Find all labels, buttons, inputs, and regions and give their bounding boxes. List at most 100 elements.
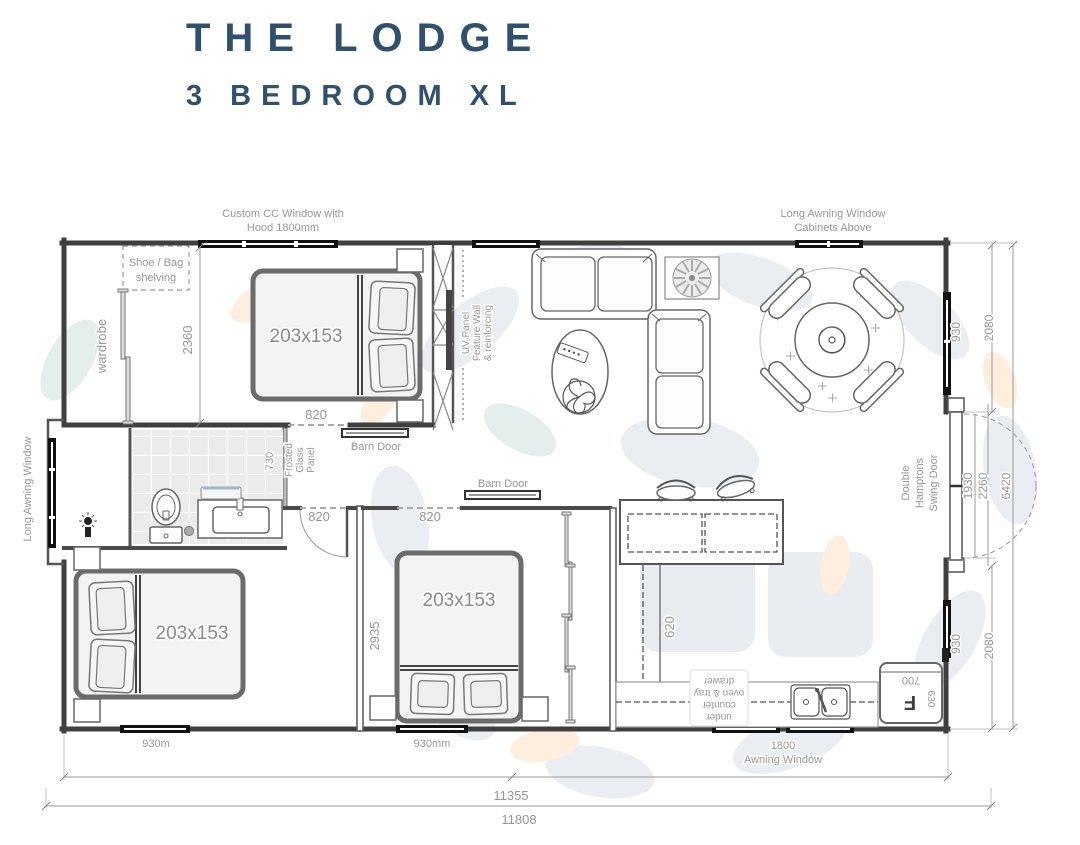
dining-chair (759, 360, 812, 413)
living-room (531, 248, 720, 435)
height-dim-bottom: 2080 (982, 632, 996, 659)
pillow (368, 337, 416, 393)
kitchen: under counter oven & tray drawer 700 (615, 475, 943, 728)
bed-bedroom-1 (250, 268, 423, 402)
right-window-top (943, 292, 951, 395)
swing-door-label-line3: Swing Door (928, 454, 940, 511)
fridge-depth-dim: 630 (925, 691, 936, 708)
shoe-shelving-outline (122, 245, 190, 291)
fridge: 700 F 630 (879, 662, 943, 724)
bed1-size-label: 203x153 (270, 326, 343, 347)
oven-label-line1: under (706, 711, 732, 722)
outer-length-dim: 11808 (501, 812, 536, 827)
floor-drain-icon (184, 526, 194, 536)
bedroom1-depth-dim: 2360 (180, 326, 195, 355)
bathroom-door-dim: 730 (264, 452, 276, 470)
plan-title-line1: THE LODGE (186, 16, 546, 60)
double-swing-door (947, 397, 1037, 573)
frosted-label-line2: Glass (295, 447, 306, 473)
wall-bed3-kitchen (609, 507, 617, 732)
right-window-bottom-dim: 930 (949, 634, 963, 654)
uv-panel-label-line1: UV Panel (461, 312, 472, 354)
table-centerpiece (818, 326, 846, 354)
plan-title-line2: 3 BEDROOM XL (186, 80, 527, 112)
inner-length-dim: 11355 (493, 788, 528, 803)
bar-stool (656, 479, 696, 502)
bedroom1-window (198, 240, 338, 248)
bedroom3-width-dim: 2935 (367, 622, 382, 651)
overhead-cabinet-outline (627, 513, 703, 553)
left-window-label: Long Awning Window (22, 436, 34, 541)
bedroom2-window-dim: 930m (142, 738, 170, 750)
kitchen-sink (790, 684, 851, 720)
bedside-table (73, 546, 101, 571)
feature-wall (431, 245, 455, 431)
oven-label-line4: drawer (703, 675, 734, 686)
swing-door-label-line2: Hamptons (914, 457, 926, 508)
oven-label-line3: oven & tray (694, 687, 745, 698)
bedside-table (73, 698, 101, 723)
remote-icon (556, 342, 589, 364)
shower-head-icon (79, 512, 97, 537)
right-window-bottom (943, 600, 951, 658)
custom-window-label-line1: Custom CC Window with (222, 208, 344, 220)
dining-chair (759, 267, 812, 320)
bedroom3-window-dim: 930mm (414, 738, 451, 750)
barn-door-2 (464, 490, 541, 500)
right-window-top-dim: 930 (949, 322, 963, 342)
bath-shelf (200, 486, 242, 500)
bedroom-1 (117, 245, 424, 425)
custom-window-label-line2: Hood 1800mm (247, 222, 319, 234)
sofa-single (647, 309, 711, 435)
bed-bedroom-2 (73, 568, 246, 700)
wall-bed2-bed3 (356, 505, 364, 732)
swing-door-label-line1: Double (900, 466, 912, 501)
robe-sliding-doors (561, 511, 576, 724)
kitchen-walkway-dim: 620 (662, 616, 677, 638)
wardrobe-label: wardrobe (94, 319, 109, 374)
pillow (368, 280, 416, 336)
plan-labels: Custom CC Window with Hood 1800mm Long A… (21, 207, 1015, 829)
bedroom-3 (369, 511, 576, 724)
air-conditioner-icon (664, 256, 720, 300)
pillow (88, 638, 136, 694)
barn-door-2-label: Barn Door (478, 478, 528, 490)
pillow (462, 672, 509, 716)
pillow (88, 580, 136, 636)
uv-panel-label-line2: Feature Wall (472, 305, 483, 361)
dining-chair (852, 267, 905, 320)
kitchen-window (712, 725, 854, 733)
dining-area (759, 267, 905, 413)
bedside-table (396, 399, 424, 423)
kitchen-window-label: Awning Window (744, 754, 822, 766)
frosted-label-line1: Frosted (284, 443, 295, 477)
bedroom2-door (299, 509, 349, 558)
door-height-dim: 1930 (961, 472, 975, 499)
dining-window-label-line2: Cabinets Above (794, 222, 871, 234)
sofa-two-seater (531, 248, 657, 320)
wardrobe-sliding-doors (117, 288, 134, 425)
fridge-letter: F (904, 691, 916, 713)
bedroom2-door-dim: 820 (308, 509, 330, 524)
dining-window-label-line1: Long Awning Window (781, 208, 886, 220)
total-height-dim: 6420 (999, 472, 1013, 499)
bathroom (79, 430, 283, 544)
toilet-icon (149, 488, 183, 544)
fridge-width-dim: 700 (902, 674, 920, 686)
overhead-cabinet-outline (704, 513, 778, 553)
frosted-label-line3: Panel (306, 447, 317, 473)
height-dim-top: 2080 (982, 314, 996, 341)
dining-window (795, 240, 863, 248)
interior-walls (61, 245, 617, 732)
living-window (472, 240, 540, 248)
uv-panel-label-line3: & reinforcing (483, 305, 494, 361)
oven-label-line2: counter (702, 699, 736, 710)
bar-stool (715, 475, 756, 502)
kitchen-window-dim: 1800 (771, 740, 795, 752)
bedroom3-window (396, 725, 468, 733)
barn-door-1-label: Barn Door (351, 441, 401, 453)
vanity-sink (197, 497, 283, 539)
bedroom1-door-dim: 820 (305, 407, 327, 422)
